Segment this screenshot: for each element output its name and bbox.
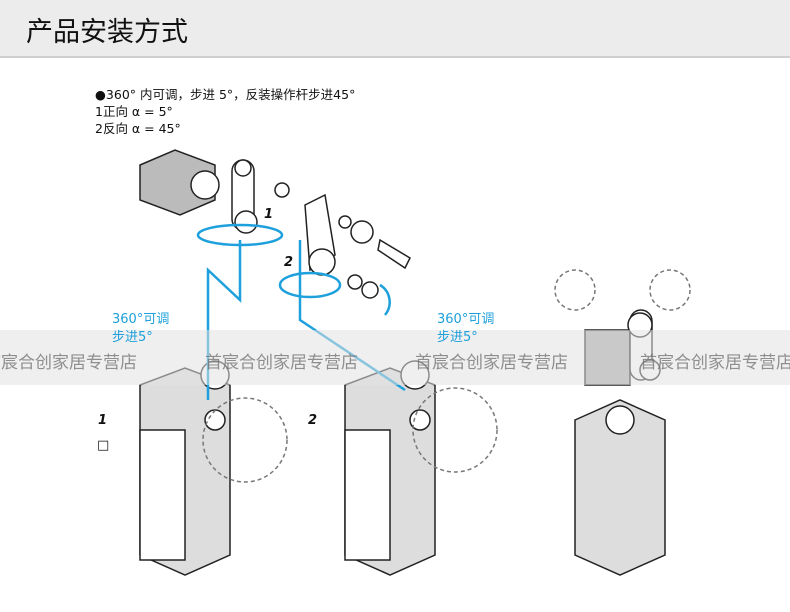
callout-left: 360°可调 步进5° <box>112 311 169 347</box>
note-line: 1正向 α = 5° <box>95 104 173 119</box>
callout-text: 步进5° <box>437 330 478 345</box>
lever-1 <box>231 159 258 234</box>
note-line: ●360° 内可调，步进 5°，反装操作杆步进45° <box>95 87 356 102</box>
callout-text: 步进5° <box>112 330 153 345</box>
switch-body-2 <box>344 360 498 576</box>
washer <box>274 182 290 198</box>
switch-body-1 <box>139 360 288 576</box>
switch-body-3 <box>554 269 691 576</box>
note-line: 2反向 α = 45° <box>95 121 181 136</box>
installation-notes: ●360° 内可调，步进 5°，反装操作杆步进45° 1正向 α = 5° 2反… <box>95 86 355 137</box>
bolt <box>377 238 411 270</box>
callout-text: 360°可调 <box>437 312 495 327</box>
watermark-text: 首宸合创家居专营店 <box>205 353 358 373</box>
page-title: 产品安装方式 <box>26 17 188 48</box>
callout-right: 360°可调 步进5° <box>437 311 494 347</box>
watermark-band: 首宸合创家居专营店 首宸合创家居专营店 首宸合创家居专营店 首宸合创家居专营店 <box>0 330 790 385</box>
label-2: 2 <box>284 255 294 270</box>
watermark-text: 首宸合创家居专营店 <box>640 353 790 373</box>
label-1: 1 <box>264 207 274 222</box>
header-bar: 产品安装方式 <box>0 0 790 58</box>
callout-text: 360°可调 <box>112 312 170 327</box>
switch-head-top <box>139 149 220 216</box>
watermark-text: 首宸合创家居专营店 <box>0 353 137 373</box>
small-box-mark: □ <box>97 438 110 453</box>
lever-2 <box>304 193 336 276</box>
label-2-lower: 2 <box>308 413 318 428</box>
watermark-text: 首宸合创家居专营店 <box>415 353 568 373</box>
label-1-lower: 1 <box>98 413 108 428</box>
